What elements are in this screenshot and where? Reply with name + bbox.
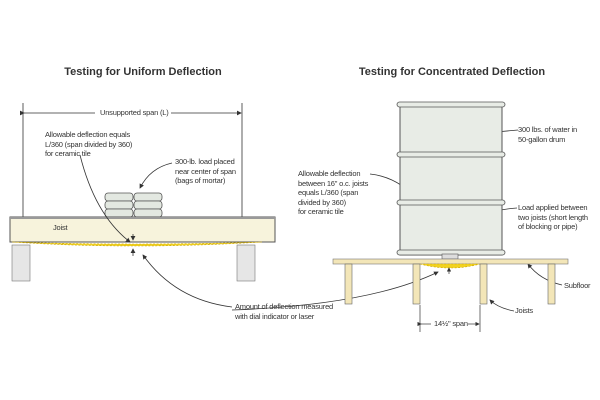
unsupported-span-label: Unsupported span (L) xyxy=(98,108,171,118)
joists-label: Joists xyxy=(515,306,533,315)
joist-allowable-deflection-label: Allowable deflection between 16" o.c. jo… xyxy=(298,169,369,216)
joist-span-label: 14½" span xyxy=(434,319,468,328)
mortar-bags xyxy=(104,192,163,218)
left-pier xyxy=(11,244,31,282)
subfloor-label: Subfloor xyxy=(564,281,591,290)
water-drum xyxy=(396,101,506,256)
drum-label: 300 lbs. of water in 50-gallon drum xyxy=(518,125,577,144)
joist-label: Joist xyxy=(53,223,68,232)
load-applied-label: Load applied between two joists (short l… xyxy=(518,203,588,231)
span-dimension-line xyxy=(20,103,243,230)
right-pier xyxy=(236,244,256,282)
joists xyxy=(344,263,556,305)
blocking xyxy=(441,253,459,260)
load-label: 300-lb. load placed near center of span … xyxy=(175,157,236,185)
concentrated-deflection-title: Testing for Concentrated Deflection xyxy=(358,66,546,78)
joist-beam xyxy=(9,216,276,243)
subfloor xyxy=(332,258,569,265)
allowable-deflection-label: Allowable deflection equals L/360 (span … xyxy=(45,130,133,158)
deflection-zone xyxy=(11,241,263,247)
uniform-deflection-title: Testing for Uniform Deflection xyxy=(64,66,222,78)
deflection-measure-label: Amount of deflection measured with dial … xyxy=(235,302,334,321)
